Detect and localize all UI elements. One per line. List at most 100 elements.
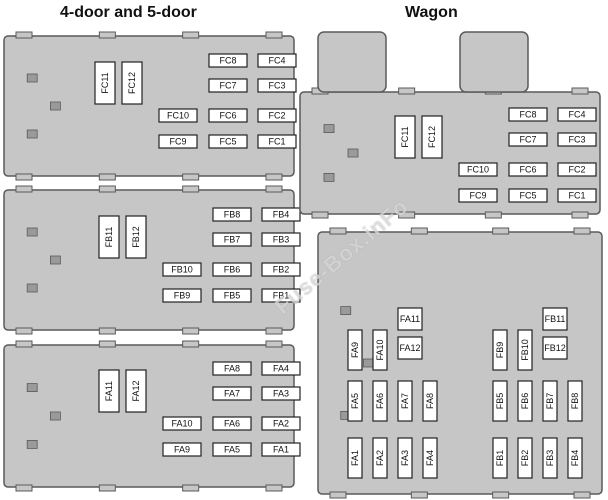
sedan-board-fc-slot (50, 101, 61, 111)
wagon-fa-fuse-fa8 (422, 380, 438, 422)
wagon-fc-fuse-fc8 (508, 107, 548, 122)
sedan-fc-fuse-fc4-label: FC4 (268, 56, 285, 66)
sedan-fb-fuse-fb1-label: FB1 (273, 291, 290, 301)
sedan-fb-fuse-fb10 (162, 262, 202, 277)
wagon-fb-fuse-fb2-label: FB2 (520, 450, 530, 467)
sedan-fc-fuse-fc9 (158, 134, 198, 149)
sedan-board-fa-tab (98, 340, 116, 348)
wagon-fb-fuse-fb7-label: FB7 (545, 393, 555, 410)
sedan-fc-fuse-fc5-label: FC5 (219, 137, 236, 147)
sedan-board-fa-tab (265, 340, 283, 348)
sedan-board-fa-tab (265, 484, 283, 492)
sedan-board-fc-slot (26, 73, 38, 83)
wagon-fb-fuse-fb3 (542, 437, 558, 479)
sedan-board-fb-tab (265, 327, 283, 335)
wagon-fc-fuse-fc10 (458, 162, 498, 177)
wagon-clip-right (459, 31, 529, 93)
wagon-fc-fuse-fc12 (421, 115, 443, 159)
sedan-fb-fuse-fb11 (98, 215, 120, 259)
wagon-board-fc-slot (347, 148, 359, 158)
sedan-fa-fuse-fa8-label: FA8 (224, 364, 240, 374)
sedan-fb-fuse-fb6-label: FB6 (224, 265, 241, 275)
sedan-fa-fuse-fa1 (261, 442, 301, 457)
sedan-board-fb-tab (98, 185, 116, 193)
sedan-fb-fuse-fb9-label: FB9 (174, 291, 191, 301)
wagon-fc-fuse-fc12-label: FC12 (427, 126, 437, 148)
wagon-fa-fuse-fa12 (397, 336, 423, 360)
sedan-fb-fuse-fb2 (261, 262, 301, 277)
wagon-fa-fuse-fa4 (422, 437, 438, 479)
wagon-fa-fuse-fa4-label: FA4 (425, 450, 435, 466)
sedan-fc-fuse-fc6-label: FC6 (219, 111, 236, 121)
sedan-fa-fuse-fa12 (125, 369, 147, 413)
wagon-fb-fuse-fb3-label: FB3 (545, 450, 555, 467)
sedan-fc-fuse-fc2-label: FC2 (268, 111, 285, 121)
sedan-board-fa-tab (15, 484, 33, 492)
sedan-board-fc-tab (265, 173, 283, 181)
wagon-fc-fuse-fc1 (557, 188, 597, 203)
sedan-fa-fuse-fa7 (212, 386, 252, 401)
wagon-board-fab-tab (329, 491, 347, 499)
wagon-fa-fuse-fa1 (347, 437, 363, 479)
wagon-fc-fuse-fc10-label: FC10 (467, 165, 489, 175)
wagon-fb-fuse-fb2 (517, 437, 533, 479)
sedan-board-fa-tab (15, 340, 33, 348)
wagon-fc-fuse-fc6-label: FC6 (519, 165, 536, 175)
sedan-board-fb-tab (265, 185, 283, 193)
sedan-board-fb-tab (182, 185, 200, 193)
wagon-board-fc-tab (398, 87, 416, 95)
sedan-board-fb-slot (50, 255, 61, 265)
sedan-fb-fuse-fb4-label: FB4 (273, 210, 290, 220)
wagon-board-fab-slot (363, 358, 374, 368)
wagon-fa-fuse-fa11-label: FA11 (400, 314, 420, 324)
wagon-clip-left (317, 31, 387, 93)
sedan-fc-fuse-fc8-label: FC8 (219, 56, 236, 66)
wagon-board-fc-slot (323, 172, 335, 182)
wagon-board-fab (317, 231, 603, 495)
wagon-fb-fuse-fb5 (492, 380, 508, 422)
sedan-fc-fuse-fc10 (158, 108, 198, 123)
sedan-fb-fuse-fb7-label: FB7 (224, 235, 241, 245)
sedan-fc-fuse-fc12-label: FC12 (127, 72, 137, 94)
sedan-board-fc-tab (15, 173, 33, 181)
wagon-fc-fuse-fc3 (557, 132, 597, 147)
sedan-fc-fuse-fc1 (257, 134, 297, 149)
sedan-board-fb-slot (26, 227, 38, 237)
wagon-fb-fuse-fb12-label: FB12 (544, 343, 566, 353)
wagon-board-fab-tab (492, 491, 510, 499)
wagon-fa-fuse-fa10 (372, 329, 388, 371)
sedan-fc-fuse-fc5 (208, 134, 248, 149)
sedan-board-fc-tab (182, 31, 200, 39)
wagon-board-fab-tab (492, 227, 510, 235)
wagon-fa-fuse-fa2-label: FA2 (375, 450, 385, 466)
wagon-fc-fuse-fc8-label: FC8 (519, 110, 536, 120)
wagon-fc-fuse-fc4-label: FC4 (568, 110, 585, 120)
wagon-fb-fuse-fb9 (492, 329, 508, 371)
sedan-fa-fuse-fa5 (212, 442, 252, 457)
sedan-fa-fuse-fa3 (261, 386, 301, 401)
sedan-fa-fuse-fa7-label: FA7 (224, 389, 240, 399)
wagon-fc-fuse-fc5 (508, 188, 548, 203)
sedan-fc-fuse-fc10-label: FC10 (167, 111, 189, 121)
wagon-fc-fuse-fc4 (557, 107, 597, 122)
wagon-fb-fuse-fb10 (517, 329, 533, 371)
sedan-fa-fuse-fa2 (261, 416, 301, 431)
sedan-board-fb-tab (15, 185, 33, 193)
wagon-fc-fuse-fc7 (508, 132, 548, 147)
sedan-board-fb-tab (182, 327, 200, 335)
sedan-fb-fuse-fb8-label: FB8 (224, 210, 241, 220)
wagon-fb-fuse-fb6-label: FB6 (520, 393, 530, 410)
wagon-fc-fuse-fc6 (508, 162, 548, 177)
sedan-board-fc-tab (98, 31, 116, 39)
wagon-fc-fuse-fc3-label: FC3 (568, 135, 585, 145)
wagon-board-fab-tab (573, 227, 591, 235)
sedan-board-fa-slot (26, 383, 38, 393)
sedan-fa-fuse-fa6-label: FA6 (224, 419, 240, 429)
wagon-fa-fuse-fa6-label: FA6 (375, 393, 385, 409)
wagon-board-fc-slot (323, 124, 335, 133)
wagon-fb-fuse-fb12 (542, 336, 568, 360)
sedan-fa-fuse-fa6 (212, 416, 252, 431)
sedan-fa-fuse-fa11 (98, 369, 120, 413)
sedan-fa-fuse-fa12-label: FA12 (131, 380, 141, 401)
